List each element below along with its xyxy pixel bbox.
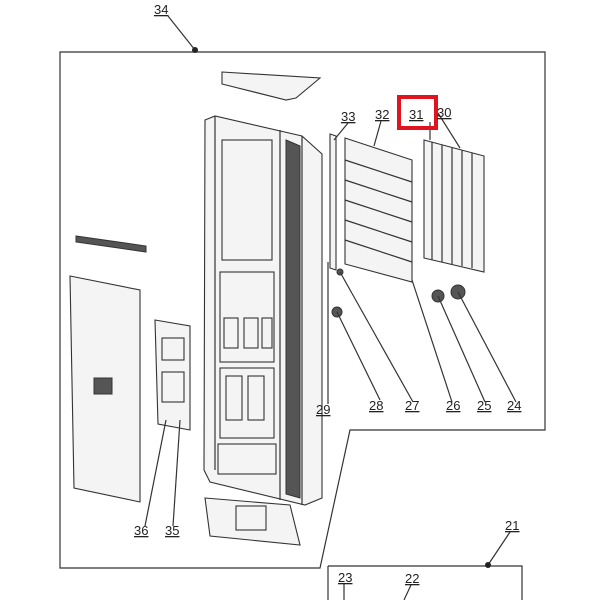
callout-35: 35 (165, 523, 179, 538)
callout-29: 29 (316, 402, 330, 417)
assembly-outline-34 (59, 51, 546, 569)
top-cover-part (221, 71, 322, 101)
callout-27: 27 (405, 398, 419, 413)
callout-21: 21 (505, 518, 519, 533)
callout-31-highlight (397, 95, 438, 130)
assembly-outline-21 (327, 565, 523, 600)
callout-36: 36 (134, 523, 148, 538)
left-strip-part (75, 235, 147, 253)
front-panel-part (69, 275, 141, 503)
callout-30: 30 (437, 105, 451, 120)
callout-24: 24 (507, 398, 521, 413)
leader-dot-21 (485, 562, 491, 568)
side-rail-part (329, 133, 337, 271)
louver-blades-part (423, 139, 485, 273)
callout-33: 33 (341, 109, 355, 124)
callout-26: 26 (446, 398, 460, 413)
callout-28: 28 (369, 398, 383, 413)
control-box-part (154, 319, 191, 431)
callout-22: 22 (405, 571, 419, 586)
main-housing-part (203, 115, 323, 546)
callout-23: 23 (338, 570, 352, 585)
louver-panel-part (344, 137, 413, 283)
leader-lines (144, 15, 517, 600)
callout-31: 31 (409, 107, 423, 122)
callout-25: 25 (477, 398, 491, 413)
callout-34: 34 (154, 2, 168, 17)
callout-32: 32 (375, 107, 389, 122)
leader-dot-34 (192, 47, 198, 53)
